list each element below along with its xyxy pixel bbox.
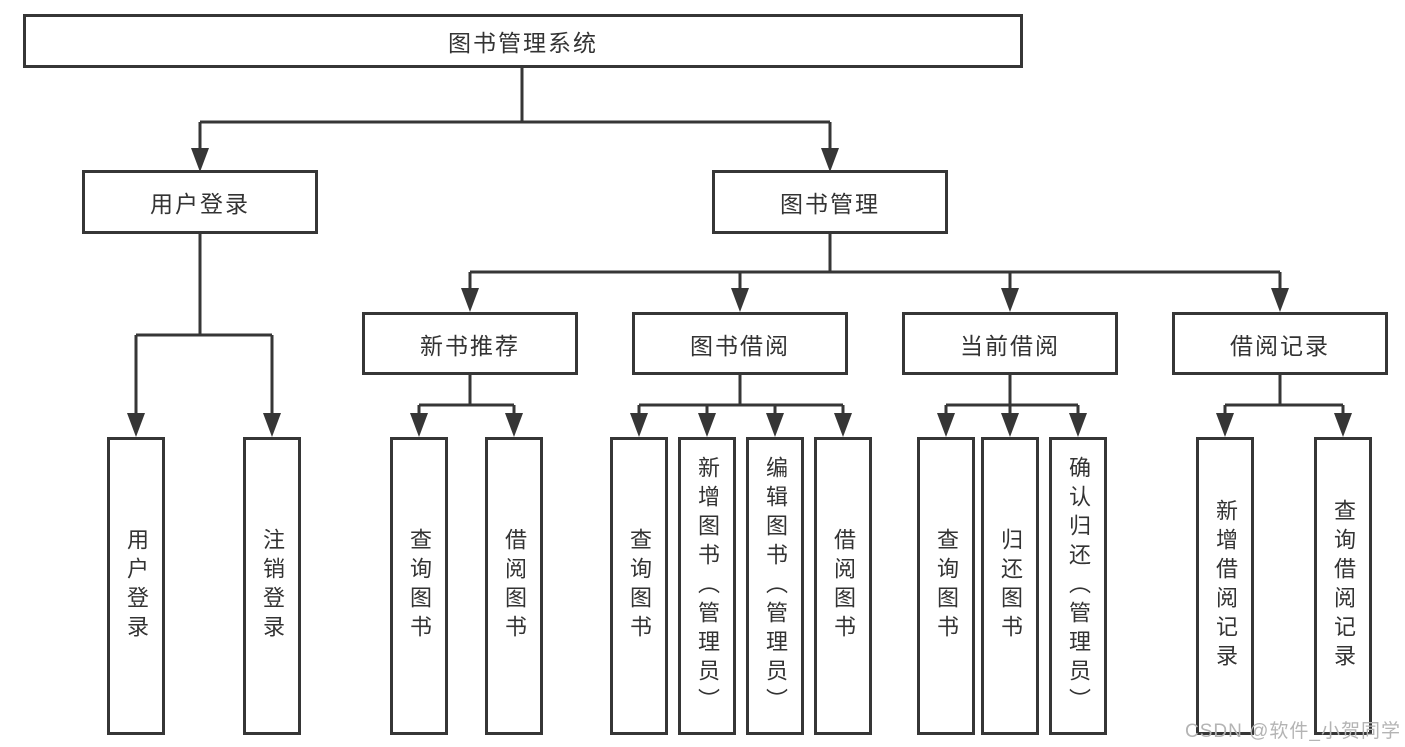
node-book-borrowing: 图书借阅 — [632, 312, 848, 375]
arrowhead-borrow-books-1 — [505, 413, 523, 437]
leaf-borrow-books-borrowing: 借阅图书 — [814, 437, 872, 735]
arrowhead-new-book-recommend — [461, 288, 479, 312]
node-label: 新书推荐 — [420, 332, 520, 359]
leaf-label: 注销登录 — [260, 528, 285, 644]
arrowhead-edit-book — [766, 413, 784, 437]
arrowhead-current-borrow — [1001, 288, 1019, 312]
node-book-management: 图书管理 — [712, 170, 948, 234]
arrowhead-return-books — [1001, 413, 1019, 437]
leaf-label: 借阅图书 — [831, 528, 856, 644]
leaf-label: 借阅图书 — [502, 528, 527, 644]
arrowhead-confirm-return — [1069, 413, 1087, 437]
leaf-confirm-return-admin: 确认归还（管理员） — [1049, 437, 1107, 735]
arrowhead-borrow-records — [1271, 288, 1289, 312]
node-label: 图书管理系统 — [448, 30, 598, 56]
arrowhead-book-management — [821, 148, 839, 172]
node-label: 当前借阅 — [960, 332, 1060, 359]
arrowhead-query-books-2 — [630, 413, 648, 437]
leaf-query-books-current: 查询图书 — [917, 437, 975, 735]
node-label: 借阅记录 — [1230, 332, 1330, 359]
leaf-return-books: 归还图书 — [981, 437, 1039, 735]
arrowhead-query-books-1 — [410, 413, 428, 437]
leaf-user-login: 用户登录 — [107, 437, 165, 735]
arrowhead-add-record — [1216, 413, 1234, 437]
connector-book-borrow-children — [630, 375, 852, 437]
leaf-label: 新增图书（管理员） — [695, 455, 720, 717]
arrowhead-query-record — [1334, 413, 1352, 437]
leaf-edit-book-admin: 编辑图书（管理员） — [746, 437, 804, 735]
arrowhead-login — [127, 413, 145, 437]
connector-current-borrow-children — [937, 375, 1087, 437]
leaf-label: 查询借阅记录 — [1331, 499, 1356, 673]
leaf-query-borrow-record: 查询借阅记录 — [1314, 437, 1372, 735]
node-new-book-recommendation: 新书推荐 — [362, 312, 578, 375]
leaf-label: 确认归还（管理员） — [1066, 455, 1091, 717]
leaf-borrow-books-recommend: 借阅图书 — [485, 437, 543, 735]
leaf-query-books-borrowing: 查询图书 — [610, 437, 668, 735]
watermark: CSDN @软件_小贺同学 — [1185, 721, 1401, 742]
leaf-label: 新增借阅记录 — [1213, 499, 1238, 673]
arrowhead-query-books-3 — [937, 413, 955, 437]
node-label: 用户登录 — [150, 191, 250, 217]
leaf-label: 查询图书 — [407, 528, 432, 644]
node-library-management-system: 图书管理系统 — [23, 14, 1023, 68]
leaf-label: 查询图书 — [627, 528, 652, 644]
node-label: 图书借阅 — [690, 332, 790, 359]
leaf-label: 归还图书 — [998, 528, 1023, 644]
connector-new-book-recommend-children — [410, 375, 523, 437]
arrowhead-user-login — [191, 148, 209, 172]
leaf-add-borrow-record: 新增借阅记录 — [1196, 437, 1254, 735]
arrowhead-logout — [263, 413, 281, 437]
arrowhead-borrow-books-2 — [834, 413, 852, 437]
connector-book-management-children — [461, 234, 1289, 312]
leaf-add-book-admin: 新增图书（管理员） — [678, 437, 736, 735]
leaf-label: 编辑图书（管理员） — [763, 455, 788, 717]
arrowhead-book-borrow — [731, 288, 749, 312]
leaf-logout: 注销登录 — [243, 437, 301, 735]
node-current-borrowing: 当前借阅 — [902, 312, 1118, 375]
node-user-login: 用户登录 — [82, 170, 318, 234]
connector-borrow-records-children — [1216, 375, 1352, 437]
node-label: 图书管理 — [780, 191, 880, 217]
leaf-query-books-recommend: 查询图书 — [390, 437, 448, 735]
connector-root-to-level2 — [191, 68, 839, 172]
arrowhead-add-book — [698, 413, 716, 437]
node-borrowing-records: 借阅记录 — [1172, 312, 1388, 375]
leaf-label: 查询图书 — [934, 528, 959, 644]
leaf-label: 用户登录 — [124, 528, 149, 644]
connector-user-login-children — [127, 234, 281, 437]
